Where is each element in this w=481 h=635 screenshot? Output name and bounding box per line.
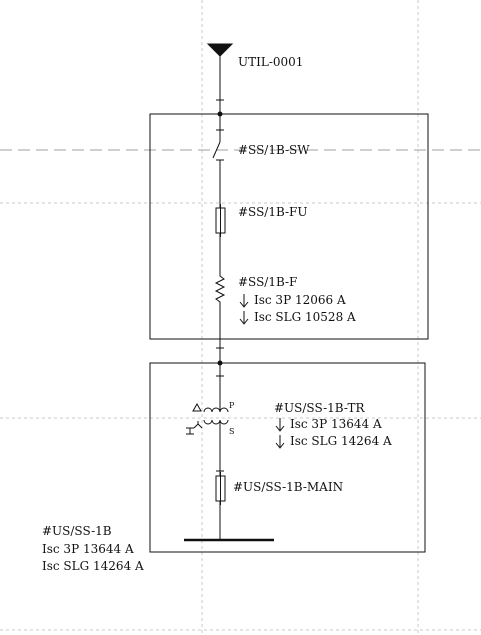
feeder-label: #SS/1B-F xyxy=(238,275,297,289)
feeder-isc-slg: Isc SLG 10528 A xyxy=(254,310,356,324)
fuse-label: #SS/1B-FU xyxy=(238,205,308,219)
feeder-isc-3p: Isc 3P 12066 A xyxy=(254,293,346,307)
bus-isc-3p: Isc 3P 13644 A xyxy=(42,542,134,556)
terminal-ticks xyxy=(216,99,224,377)
transformer-isc-slg: Isc SLG 14264 A xyxy=(290,434,392,448)
switchgear-enclosure[interactable] xyxy=(149,113,429,340)
switch-label: #SS/1B-SW xyxy=(238,143,310,157)
down-arrow-icon xyxy=(239,311,249,325)
bus-label: #US/SS-1B xyxy=(42,524,112,538)
down-arrow-icon xyxy=(239,294,249,308)
transformer-isc-3p: Isc 3P 13644 A xyxy=(290,417,382,431)
down-arrow-icon xyxy=(275,435,285,449)
fuse-icon[interactable] xyxy=(215,204,226,237)
main-fuse-icon[interactable] xyxy=(215,470,226,505)
substation-enclosure[interactable] xyxy=(149,362,426,553)
down-arrow-icon xyxy=(275,418,285,432)
transformer-secondary-mark: S xyxy=(229,427,234,436)
transformer-icon[interactable] xyxy=(186,402,229,440)
transformer-primary-mark: P xyxy=(229,401,235,410)
junction-node-bottom xyxy=(217,360,223,366)
utility-source-icon[interactable] xyxy=(206,43,234,57)
transformer-label: #US/SS-1B-TR xyxy=(274,401,365,415)
bus-isc-slg: Isc SLG 14264 A xyxy=(42,559,144,573)
junction-node-top xyxy=(217,111,223,117)
switch-icon[interactable] xyxy=(212,141,224,161)
utility-label: UTIL-0001 xyxy=(238,55,303,69)
main-label: #US/SS-1B-MAIN xyxy=(233,480,343,494)
feeder-cable-icon[interactable] xyxy=(214,270,226,310)
